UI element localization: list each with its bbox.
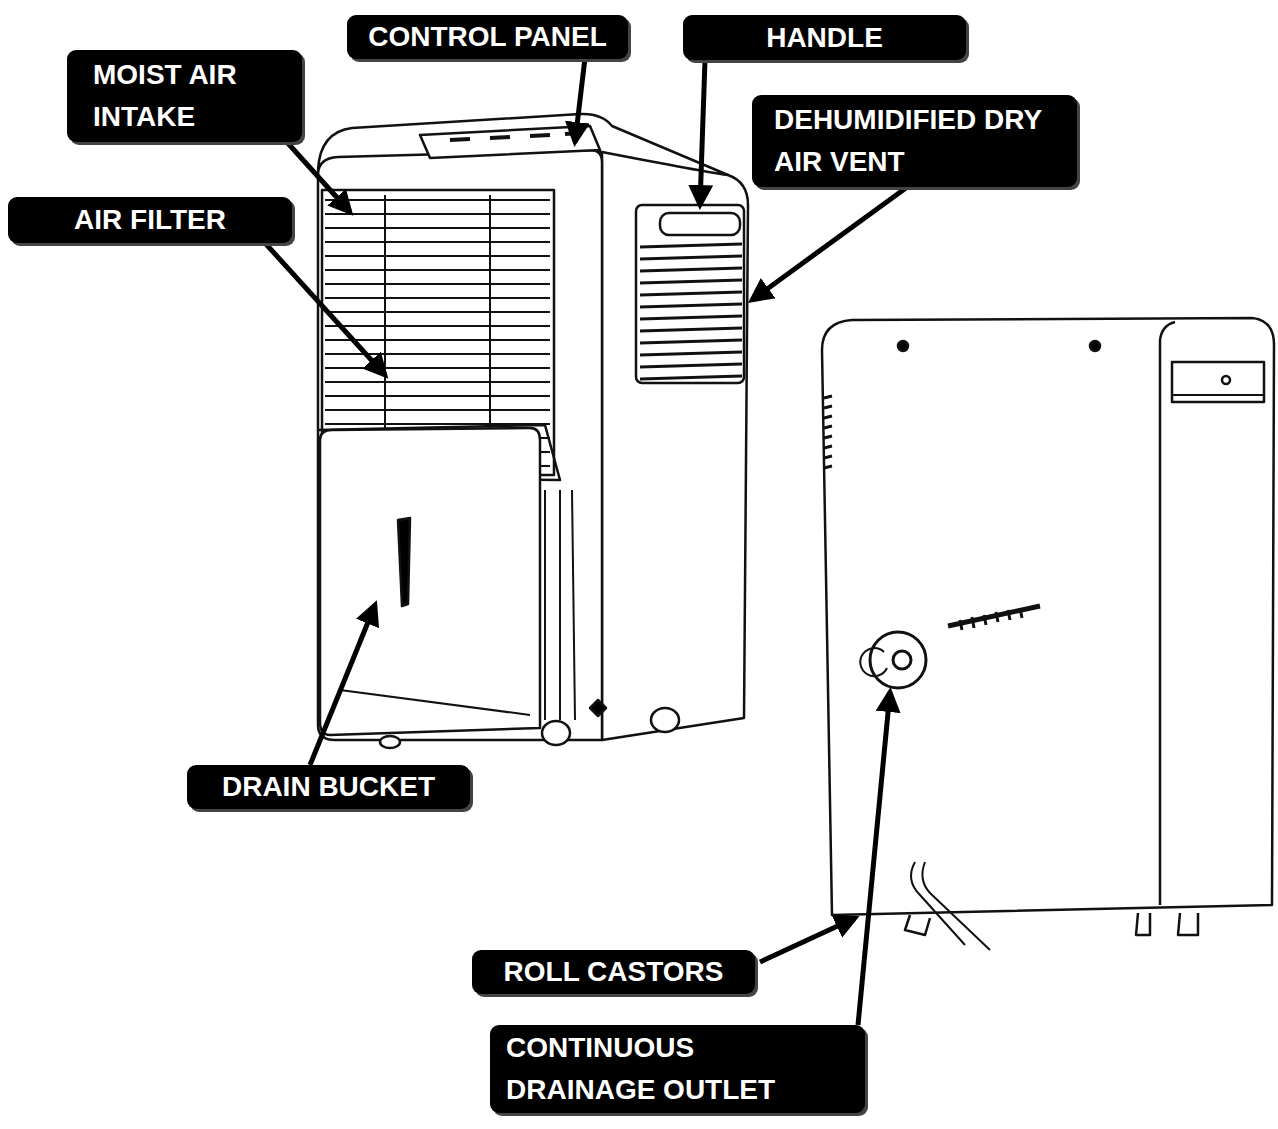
callout-label: ROLL CASTORS	[472, 950, 755, 994]
label-text: CONTINUOUS DRAINAGE OUTLET	[506, 1027, 849, 1111]
leader-arrow	[310, 605, 375, 765]
label-text: HANDLE	[689, 17, 960, 59]
bucket-line	[340, 690, 530, 715]
callout-label: DEHUMIDIFIED DRY AIR VENT	[752, 95, 1077, 187]
handle-recess	[660, 213, 740, 235]
castor	[380, 736, 400, 748]
bucket-grip	[398, 518, 410, 606]
dry-air-vent-grille	[640, 244, 742, 379]
leader-arrow	[760, 918, 855, 962]
side-panel	[636, 205, 744, 383]
callout-label: DRAIN BUCKET	[187, 765, 470, 809]
label-text: AIR FILTER	[14, 199, 286, 241]
castor	[651, 708, 679, 732]
outlet-arrow	[860, 648, 887, 676]
bucket-side	[545, 490, 575, 720]
rear-unit	[822, 318, 1274, 950]
callout-label: CONTINUOUS DRAINAGE OUTLET	[490, 1025, 865, 1113]
front-unit	[318, 114, 748, 748]
callout-label: MOIST AIR INTAKE	[67, 50, 302, 142]
callout-label: CONTROL PANEL	[347, 15, 628, 59]
callout-label: HANDLE	[683, 15, 966, 60]
leader-arrow	[265, 243, 385, 375]
outlet-opening	[893, 651, 911, 669]
label-text: ROLL CASTORS	[478, 951, 749, 993]
corner-mark	[590, 700, 606, 716]
vent-line	[1172, 394, 1264, 396]
rear-grille	[824, 396, 832, 468]
rear-body	[822, 318, 1274, 915]
control-panel	[420, 126, 600, 158]
label-text: DEHUMIDIFIED DRY AIR VENT	[774, 99, 1055, 183]
leader-arrow	[575, 58, 585, 142]
leader-arrow	[700, 60, 705, 205]
castor	[905, 913, 1198, 935]
label-text: DRAIN BUCKET	[193, 766, 464, 808]
leader-lines	[265, 58, 910, 1025]
leader-arrow	[752, 185, 910, 300]
screw	[1090, 341, 1100, 351]
side-face	[602, 150, 748, 740]
control-buttons	[450, 133, 580, 140]
leader-arrow	[858, 692, 890, 1025]
label-text: MOIST AIR INTAKE	[93, 54, 276, 138]
drain-outlet	[870, 632, 926, 688]
front-face	[318, 150, 602, 740]
label-text: CONTROL PANEL	[353, 16, 622, 58]
fitting-thread	[960, 608, 1022, 630]
power-cord	[911, 862, 990, 950]
castor	[542, 721, 570, 745]
callout-label: AIR FILTER	[8, 197, 292, 243]
top-vent	[1172, 362, 1264, 402]
side-seam	[1160, 322, 1175, 905]
screw	[1222, 376, 1230, 384]
leader-arrow	[285, 140, 350, 212]
screw	[898, 341, 908, 351]
drain-bucket	[320, 428, 540, 735]
